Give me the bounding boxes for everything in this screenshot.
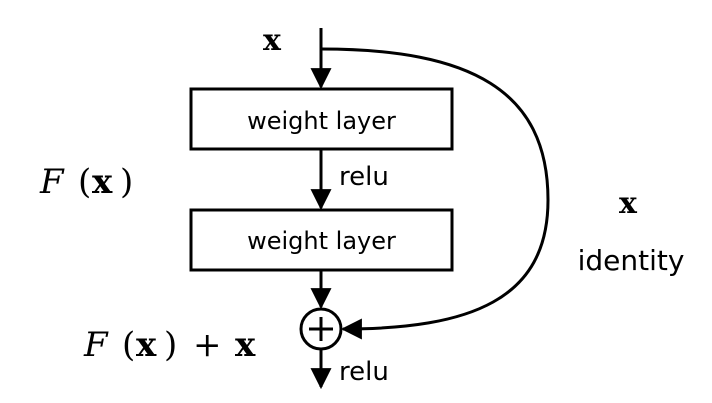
sum-f-arg-x: x <box>136 325 157 365</box>
shortcut-x-label: x <box>619 186 638 221</box>
weight-layer-2-label: weight layer <box>247 227 396 255</box>
sum-calligraphic-f: F <box>83 325 109 365</box>
open-paren: ( <box>78 162 91 202</box>
sum-output-label: F ( x ) + x <box>83 325 256 365</box>
weight-layer-2-box <box>189 208 454 272</box>
sum-x: x <box>235 325 256 365</box>
sum-plus: + <box>193 325 222 365</box>
input-x-label: x <box>263 23 282 58</box>
identity-shortcut-arrow <box>320 47 550 340</box>
sum-open-paren: ( <box>122 325 135 365</box>
identity-label: identity <box>578 244 685 277</box>
relu-label-2: relu <box>339 357 389 387</box>
sum-close-paren: ) <box>164 325 177 365</box>
relu-label-1: relu <box>339 162 389 192</box>
addition-node <box>299 307 343 351</box>
residual-function-label: F ( x ) <box>39 162 133 202</box>
weight-layer-2: weight layer <box>189 208 454 272</box>
calligraphic-f: F <box>39 162 65 202</box>
close-paren: ) <box>120 162 133 202</box>
f-arg-x: x <box>92 162 113 202</box>
weight-layer-1: weight layer <box>189 87 454 151</box>
weight-layer-1-label: weight layer <box>247 107 396 135</box>
